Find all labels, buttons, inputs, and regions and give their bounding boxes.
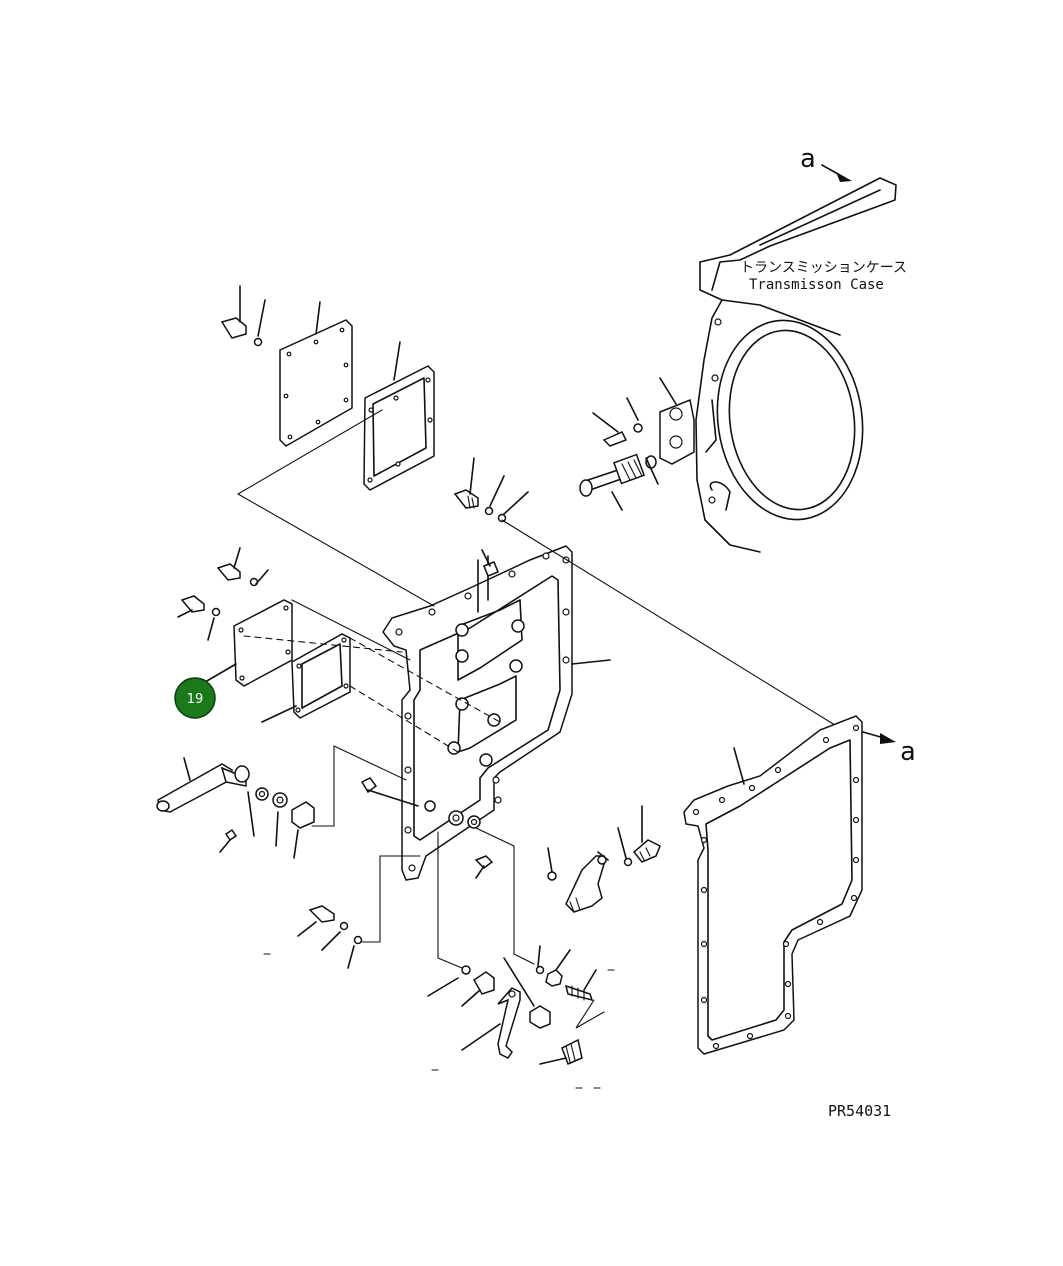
top-cover-set (220, 285, 435, 495)
reference-arrow-right: a (855, 729, 916, 767)
left-cover-set (177, 547, 501, 753)
reference-arrow-top: a (800, 144, 852, 182)
callout-19-number: 19 (187, 692, 204, 707)
transmission-case (695, 177, 897, 553)
ref-label-a-top: a (800, 144, 816, 174)
valve-assembly (579, 377, 695, 511)
valve-body (382, 545, 611, 881)
drawing-number: PR54031 (828, 1102, 891, 1120)
case-label-english: Transmisson Case (749, 277, 884, 293)
upper-bolts (453, 457, 529, 523)
case-label-japanese: トランスミッションケース (740, 260, 907, 276)
detent-lever (547, 805, 661, 913)
ref-label-a-right: a (900, 737, 916, 767)
lever-linkage (156, 745, 407, 859)
callout-19-marker[interactable] (174, 677, 216, 719)
callout-19[interactable]: 19 (174, 677, 216, 719)
transmission-gasket (683, 715, 863, 1055)
lower-bolts (297, 855, 421, 969)
lower-linkage (427, 827, 605, 1065)
